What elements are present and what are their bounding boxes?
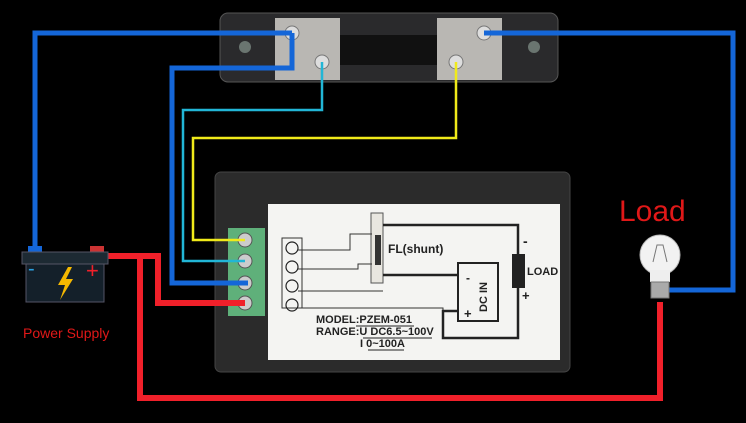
- load-title: Load: [619, 195, 686, 228]
- blue-wire-shunt-load: [484, 30, 736, 293]
- power-supply-label: Power Supply: [23, 325, 109, 341]
- red-wire-load: [137, 256, 663, 401]
- shunt: [219, 12, 559, 83]
- light-bulb-icon: [639, 234, 681, 299]
- battery-minus: -: [28, 258, 35, 280]
- battery-plus: +: [86, 258, 99, 283]
- red-wire-meter: [97, 253, 245, 306]
- load-label: LOAD: [527, 266, 558, 278]
- model-text: MODEL:PZEM-051: [316, 314, 412, 326]
- dc-plus: +: [464, 306, 472, 321]
- blue-wire-battery-shunt: [32, 30, 292, 250]
- cyan-wire: [181, 62, 324, 263]
- load-minus: -: [523, 233, 528, 249]
- blue-wire-shunt-meter: [169, 33, 295, 286]
- yellow-wire: [191, 62, 458, 242]
- range-i-text: I 0~100A: [360, 338, 405, 350]
- wires: [32, 30, 736, 401]
- dc-minus: -: [466, 271, 470, 285]
- load-plus: +: [522, 288, 530, 303]
- meter: FL(shunt) LOAD - + - + DC IN MODEL:PZEM-…: [214, 171, 571, 373]
- range-u-text: RANGE:U DC6.5~100V: [316, 326, 434, 338]
- battery-icon: [21, 246, 109, 303]
- shunt-label: FL(shunt): [388, 242, 443, 256]
- dc-in-label: DC IN: [478, 282, 490, 312]
